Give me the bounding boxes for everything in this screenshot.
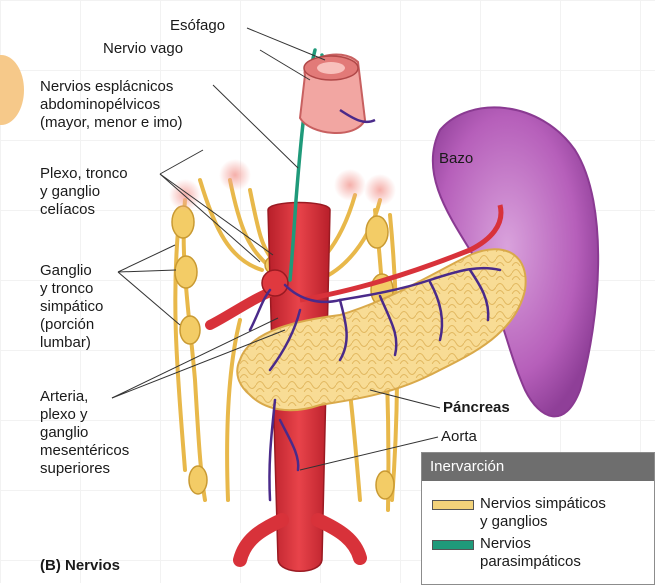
- label-ganglio-simpatico: Ganglio y tronco simpático (porción lumb…: [40, 262, 103, 352]
- legend-item-label: Nervios simpáticos y ganglios: [480, 495, 655, 531]
- label-pancreas: Páncreas: [443, 399, 510, 417]
- legend-item-label: Nervios parasimpáticos: [480, 535, 655, 571]
- label-arteria-mesenterica: Arteria, plexo y ganglio mesentéricos su…: [40, 388, 129, 478]
- label-nervios-esplacnicos: Nervios esplácnicos abdominopélvicos (ma…: [40, 78, 183, 132]
- legend-title: Inervarción: [422, 453, 654, 481]
- figure-caption: (B) Nervios: [40, 557, 120, 575]
- legend-box: Inervarción Nervios simpáticos y ganglio…: [421, 452, 655, 585]
- label-esofago: Esófago: [170, 17, 225, 35]
- sympathetic-swatch: [432, 500, 474, 510]
- parasympathetic-swatch: [432, 540, 474, 550]
- label-aorta: Aorta: [441, 428, 477, 446]
- label-plexo-celiaco: Plexo, tronco y ganglio celíacos: [40, 165, 128, 219]
- esophagus-shape: [300, 54, 375, 133]
- label-bazo: Bazo: [439, 150, 473, 168]
- label-nervio-vago: Nervio vago: [103, 40, 183, 58]
